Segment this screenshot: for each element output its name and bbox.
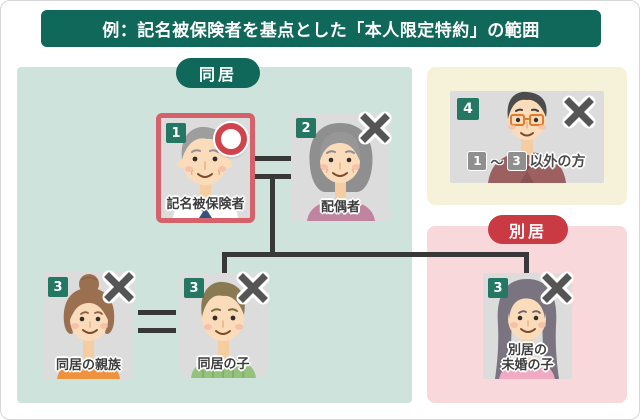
person-illustration-young-woman-bun (57, 274, 120, 379)
person-illustration-older-woman (307, 123, 375, 221)
person-label: 同居の親族 (55, 358, 121, 373)
number-badge: 3 (48, 277, 68, 297)
x-icon (540, 271, 574, 305)
covered-circle-icon (215, 123, 247, 155)
marriage-line-bottom (254, 174, 291, 179)
person-label: 配偶者 (320, 200, 360, 215)
marriage-line-top (254, 156, 291, 161)
number-badge: 3 (488, 278, 508, 298)
living-apart-badge: 別居 (488, 215, 568, 244)
card-others: 4 1 ～ 3 以外の方 (450, 91, 604, 183)
card-cohabiting-child: 3 同居の子 (179, 271, 270, 378)
page-title: 例：記名被保険者を基点とした「本人限定特約」の範囲 (41, 10, 601, 47)
card-separated-unmarried-child: 3 別居の 未婚の子 (483, 271, 574, 379)
number-badge: 1 (166, 123, 186, 143)
number-badge: 3 (184, 278, 204, 298)
person-label: 別居の 未婚の子 (483, 343, 572, 373)
range-suffix: 以外の方 (529, 154, 586, 170)
range-to-badge: 3 (507, 152, 526, 170)
x-icon (358, 111, 392, 145)
children-line (222, 252, 529, 257)
relative-marriage-line-top (138, 310, 176, 315)
number-badge: 2 (296, 118, 316, 138)
x-icon (102, 270, 136, 304)
range-tilde: ～ (490, 155, 504, 171)
person-illustration-young-man (191, 281, 256, 378)
card-spouse: 2 配偶者 (291, 111, 392, 221)
x-icon (236, 271, 270, 305)
card-cohabiting-relative: 3 同居の親族 (43, 270, 136, 379)
child-drop-right (524, 254, 529, 274)
number-badge: 4 (457, 98, 479, 120)
child-drop-left (222, 254, 227, 274)
relative-marriage-line-bottom (138, 328, 176, 333)
card-named-insured: 1 記名被保険者 (156, 113, 255, 223)
person-label-line1: 別居の (507, 343, 547, 358)
x-icon (562, 95, 596, 129)
person-illustration-longhair-woman (495, 279, 559, 379)
person-label-line2: 未婚の子 (501, 358, 554, 373)
range-from-badge: 1 (468, 152, 487, 170)
person-label: 記名被保険者 (166, 197, 245, 212)
person-label: 同居の子 (197, 357, 250, 372)
descend-line (270, 177, 275, 257)
others-range-label: 1 ～ 3 以外の方 (450, 151, 604, 171)
living-together-badge: 同居 (176, 58, 260, 88)
